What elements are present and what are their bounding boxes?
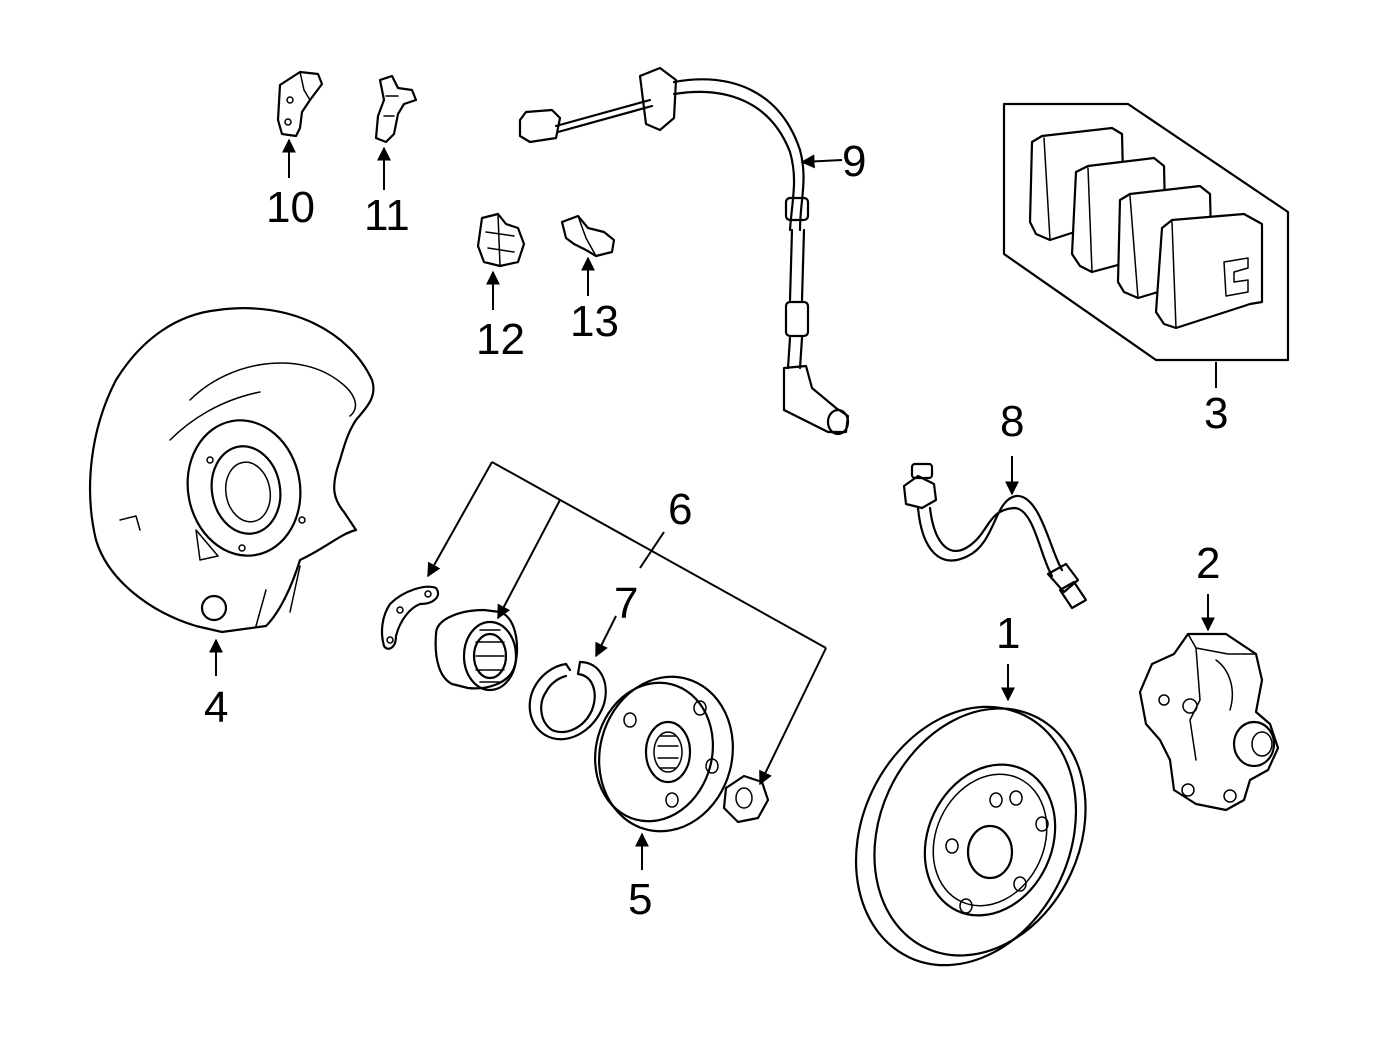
retainer-clip-drawing <box>380 585 440 650</box>
part-4-splash-shield-drawing <box>88 307 375 634</box>
callout-4: 4 <box>204 683 228 732</box>
part-3-brake-pads-drawing <box>1002 102 1290 362</box>
callout-8: 8 <box>1000 397 1024 446</box>
lug-nut-drawing <box>722 774 770 824</box>
callout-10: 10 <box>266 183 315 232</box>
callout-12: 12 <box>476 315 525 364</box>
group-6-bracket-lines <box>427 461 827 786</box>
callout-9: 9 <box>842 137 866 186</box>
part-5-hub-drawing <box>594 675 734 833</box>
leader-7 <box>595 615 617 658</box>
callout-11: 11 <box>364 191 410 240</box>
part-9-abs-sensor-drawing <box>518 66 850 436</box>
part-13-clip-drawing <box>560 214 616 258</box>
leader-9 <box>800 154 843 169</box>
callout-5: 5 <box>628 875 652 924</box>
part-11-clip-drawing <box>374 74 418 144</box>
part-2-caliper-drawing <box>1138 632 1280 812</box>
callout-1: 1 <box>996 609 1020 658</box>
callout-3: 3 <box>1204 389 1228 438</box>
callout-7: 7 <box>614 579 638 628</box>
callout-6: 6 <box>668 485 692 534</box>
leader-6 <box>639 531 665 569</box>
part-10-bracket-drawing <box>276 70 324 138</box>
callout-2: 2 <box>1196 539 1220 588</box>
part-12-sensor-clip-drawing <box>476 212 526 268</box>
part-1-rotor-drawing <box>854 705 1087 967</box>
callout-13: 13 <box>570 297 619 346</box>
wheel-bearing-drawing <box>434 608 519 692</box>
part-7-snap-ring-drawing <box>528 660 607 741</box>
part-8-brake-hose-drawing <box>902 462 1088 610</box>
